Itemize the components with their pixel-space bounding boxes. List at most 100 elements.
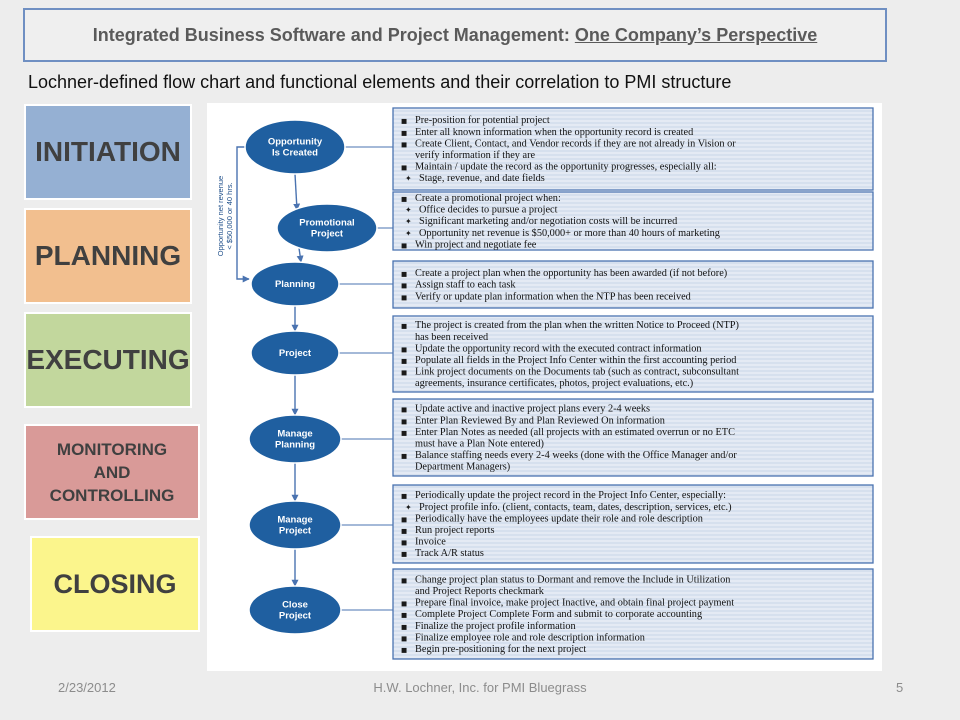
- step-description-line: Stage, revenue, and date fields: [419, 173, 545, 184]
- step-node-label: Is Created: [272, 148, 318, 159]
- step-node: [244, 119, 346, 175]
- step-description-line: Pre-position for potential project: [415, 115, 550, 126]
- step-node: [276, 203, 378, 253]
- footer-date: 2/23/2012: [58, 680, 116, 695]
- phase-monitoring-line1: MONITORING: [56, 439, 168, 459]
- bullet-icon: ✦: [405, 229, 412, 238]
- step-description-line: Populate all fields in the Project Info …: [415, 355, 737, 366]
- bullet-icon: ✦: [405, 206, 412, 215]
- bullet-icon: ■: [401, 164, 407, 172]
- step-description-line: Enter all known information when the opp…: [415, 127, 694, 138]
- step-description-box: [392, 484, 874, 564]
- step-description-line: Prepare final invoice, make project Inac…: [415, 598, 734, 609]
- bullet-icon: ■: [401, 282, 407, 290]
- step-description-line: The project is created from the plan whe…: [415, 320, 739, 331]
- step-node-label: Planning: [275, 440, 315, 451]
- bullet-icon: ■: [401, 345, 407, 353]
- step-description-box: [392, 107, 874, 191]
- bullet-icon: ■: [401, 322, 407, 330]
- step-node-label: Planning: [275, 279, 315, 290]
- bullet-icon: ■: [401, 452, 407, 460]
- step-description-line: Create Client, Contact, and Vendor recor…: [415, 138, 736, 149]
- step-description-line: Assign staff to each task: [415, 280, 516, 291]
- step-node: [248, 500, 342, 550]
- step-description-line: Project profile info. (client, contacts,…: [419, 502, 732, 513]
- bullet-icon: ■: [401, 515, 407, 523]
- bullet-icon: ■: [401, 492, 407, 500]
- step-node-label: Manage: [277, 515, 312, 526]
- step-description-line: Link project documents on the Documents …: [415, 367, 739, 378]
- step-description-line: Balance staffing needs every 2-4 weeks (…: [415, 450, 737, 461]
- bullet-icon: ■: [401, 129, 407, 137]
- step-description-box: [392, 398, 874, 477]
- bullet-icon: ■: [401, 623, 407, 631]
- step-description-line: Change project plan status to Dormant an…: [415, 574, 730, 585]
- step-description-line: Verify or update plan information when t…: [415, 291, 692, 302]
- flow-chart: Opportunity net revenue< $50,000 or 40 h…: [207, 103, 882, 671]
- bullet-icon: ■: [401, 369, 407, 377]
- step-description-line: Run project reports: [415, 525, 495, 536]
- bullet-icon: ✦: [405, 217, 412, 226]
- step-description-line: Win project and negotiate fee: [415, 239, 537, 250]
- step-description-box: [392, 260, 874, 309]
- step-description-line: Complete Project Complete Form and submi…: [415, 609, 702, 620]
- phase-executing: EXECUTING: [24, 312, 192, 408]
- step-description-line: Finalize employee role and role descript…: [415, 632, 645, 643]
- bullet-icon: ■: [401, 539, 407, 547]
- step-node-label: Project: [279, 348, 312, 359]
- bullet-icon: ■: [401, 195, 407, 203]
- step-description-line: Invoice: [415, 537, 446, 548]
- bullet-icon: ■: [401, 406, 407, 414]
- bullet-icon: ■: [401, 576, 407, 584]
- step-description-box: [392, 315, 874, 393]
- bullet-icon: ✦: [405, 503, 412, 512]
- title-underlined: One Company’s Perspective: [574, 24, 818, 45]
- slide-subtitle: Lochner-defined flow chart and functiona…: [28, 72, 732, 92]
- bullet-icon: ■: [401, 600, 407, 608]
- step-description-line: has been received: [415, 332, 489, 343]
- step-description-line: Create a promotional project when:: [415, 193, 561, 204]
- bullet-icon: ■: [401, 646, 407, 654]
- phase-monitoring-line2: AND: [93, 462, 131, 482]
- step-description-line: Enter Plan Notes as needed (all projects…: [415, 427, 735, 438]
- step-description-line: Update the opportunity record with the e…: [415, 343, 702, 354]
- bypass-arrow: [236, 146, 250, 283]
- bullet-icon: ■: [401, 634, 407, 642]
- flow-arrow: [293, 173, 301, 211]
- step-description-line: Update active and inactive project plans…: [415, 404, 650, 415]
- step-description-line: must have a Plan Note entered): [415, 439, 544, 450]
- step-node: [250, 261, 340, 307]
- step-description-box: [392, 191, 874, 251]
- bullet-icon: ■: [401, 417, 407, 425]
- step-node-label: Close: [282, 600, 308, 611]
- step-description-line: Periodically update the project record i…: [415, 490, 726, 501]
- bypass-label: Opportunity net revenue< $50,000 or 40 h…: [216, 176, 234, 256]
- step-description-line: Create a project plan when the opportuni…: [415, 268, 727, 279]
- footer-center: H.W. Lochner, Inc. for PMI Bluegrass: [373, 680, 587, 695]
- step-description-line: Enter Plan Reviewed By and Plan Reviewed…: [415, 415, 665, 426]
- bullet-icon: ■: [401, 550, 407, 558]
- bullet-icon: ■: [401, 241, 407, 249]
- phase-monitoring-line3: CONTROLLING: [49, 485, 175, 505]
- step-node-label: Promotional: [299, 218, 354, 229]
- phase-closing: CLOSING: [30, 536, 200, 632]
- step-description-line: Periodically have the employees update t…: [415, 513, 703, 524]
- phase-planning: PLANNING: [24, 208, 192, 304]
- step-node-label: Manage: [277, 429, 312, 440]
- bullet-icon: ■: [401, 293, 407, 301]
- phase-initiation: INITIATION: [24, 104, 192, 200]
- step-node-label: Project: [311, 229, 344, 240]
- step-node: [250, 330, 340, 376]
- step-node-label: Opportunity: [268, 137, 323, 148]
- step-description-line: Office decides to pursue a project: [419, 205, 558, 216]
- bullet-icon: ■: [401, 140, 407, 148]
- step-node-label: Project: [279, 611, 312, 622]
- step-description-line: Opportunity net revenue is $50,000+ or m…: [419, 228, 720, 239]
- slide-title: Integrated Business Software and Project…: [23, 8, 887, 62]
- step-description-line: agreements, insurance certificates, phot…: [415, 378, 693, 389]
- step-description-line: Maintain / update the record as the oppo…: [415, 162, 717, 173]
- step-description-box: [392, 568, 874, 660]
- title-main: Integrated Business Software and Project…: [92, 24, 570, 45]
- step-description-line: Finalize the project profile information: [415, 621, 576, 632]
- step-description-line: and Project Reports checkmark: [415, 586, 545, 597]
